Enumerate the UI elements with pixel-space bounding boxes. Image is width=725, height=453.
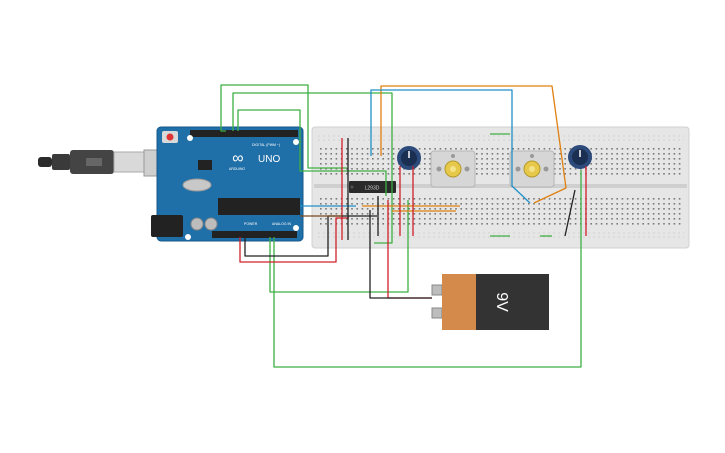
dc-motor-left [430,150,476,188]
motor-driver-label: L293D [365,186,380,192]
dc-motor-right [509,150,555,188]
wire-orange-top [380,85,567,204]
digital-header-label: DIGITAL (PWM ~) [252,143,280,147]
wire-red-power [239,217,349,263]
wire-black-ground [244,215,377,257]
arduino-logo: ∞ [232,150,243,167]
wire-blue-top [370,89,531,204]
arduino-brand-label: ARDUINO [229,167,245,171]
motor-driver-chip: L293D [349,181,396,193]
arduino-uno-board: ∞ UNO ARDUINO DIGITAL (PWM ~) POWER ANAL… [151,126,304,242]
power-header-label: POWER [244,222,258,226]
usb-cable [38,149,169,177]
wire-black-battery [369,210,432,299]
analog-header-label: ANALOG IN [272,222,292,226]
arduino-model-label: UNO [258,154,280,165]
wire-black-pot-right [564,189,576,237]
wire-green-top-outer [220,84,347,169]
potentiometer-left[interactable] [397,146,421,170]
battery-label: 9V [493,292,510,312]
battery-9v: 9V [431,274,549,330]
wire-green-mid-1 [237,109,387,196]
wires [220,84,587,368]
wire-green-bottom-loop [273,170,582,368]
wire-green-top-inner [232,92,393,244]
potentiometer-right[interactable] [568,145,592,169]
wire-green-battery-loop [269,200,409,293]
